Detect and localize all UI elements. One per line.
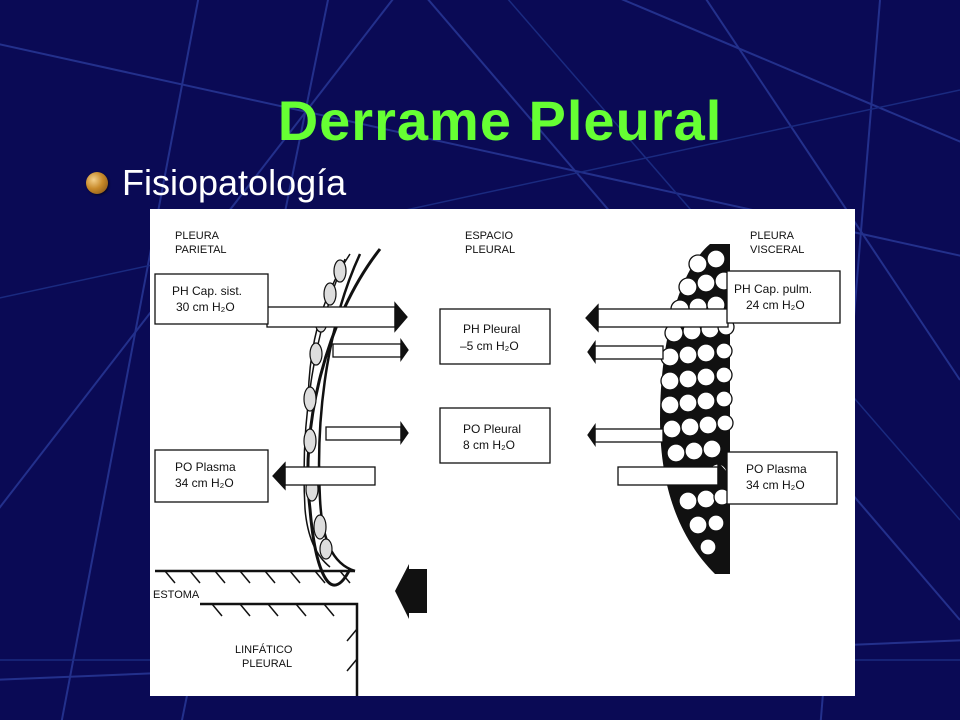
- header-parietal-line2: PARIETAL: [175, 244, 227, 256]
- lymphatic-flow-arrow: [395, 564, 427, 619]
- pleural-diagram: PLEURA PARIETAL ESPACIO PLEURAL PLEURA V…: [150, 209, 855, 696]
- box-ph-cap-pulm-line2: 24 cm H₂O: [746, 298, 805, 312]
- label-estoma: ESTOMA: [153, 589, 200, 601]
- box-po-plasma-right-line1: PO Plasma: [746, 462, 807, 476]
- label-linfatico-line1: LINFÁTICO: [235, 643, 293, 656]
- arrows-visceral: [585, 303, 731, 491]
- header-visceral-line1: PLEURA: [750, 230, 795, 242]
- header-espacio-line1: ESPACIO: [465, 230, 514, 242]
- header-visceral-line2: VISCERAL: [750, 244, 804, 256]
- bullet-item: Fisiopatología: [86, 158, 346, 208]
- header-espacio-line2: PLEURAL: [465, 244, 515, 256]
- box-ph-pleural-line2: –5 cm H₂O: [460, 339, 519, 353]
- box-po-plasma-right: PO Plasma 34 cm H₂O: [726, 451, 838, 505]
- bullet-text: Fisiopatología: [122, 162, 347, 203]
- box-ph-pleural-line1: PH Pleural: [463, 322, 520, 336]
- arrows-parietal: [266, 301, 409, 491]
- slide-title: Derrame Pleural: [277, 89, 723, 152]
- box-po-pleural-line1: PO Pleural: [463, 422, 521, 436]
- box-ph-cap-sist-line2: 30 cm H₂O: [176, 300, 235, 314]
- visceral-pleura-alveoli: [660, 244, 735, 574]
- box-ph-cap-sist: PH Cap. sist. 30 cm H₂O: [154, 273, 269, 325]
- header-parietal-line1: PLEURA: [175, 230, 220, 242]
- box-ph-pleural: PH Pleural –5 cm H₂O: [439, 308, 551, 365]
- box-po-plasma-left-line1: PO Plasma: [175, 460, 236, 474]
- box-po-plasma-left-line2: 34 cm H₂O: [175, 476, 234, 490]
- label-linfatico-line2: PLEURAL: [242, 658, 292, 670]
- bullet-icon: [86, 172, 108, 194]
- box-po-pleural: PO Pleural 8 cm H₂O: [439, 407, 551, 464]
- box-ph-cap-sist-line1: PH Cap. sist.: [172, 284, 242, 298]
- box-po-plasma-left: PO Plasma 34 cm H₂O: [154, 449, 269, 503]
- box-po-pleural-line2: 8 cm H₂O: [463, 438, 515, 452]
- box-po-plasma-right-line2: 34 cm H₂O: [746, 478, 805, 492]
- box-ph-cap-pulm: PH Cap. pulm. 24 cm H₂O: [726, 270, 841, 324]
- box-ph-cap-pulm-line1: PH Cap. pulm.: [734, 282, 812, 296]
